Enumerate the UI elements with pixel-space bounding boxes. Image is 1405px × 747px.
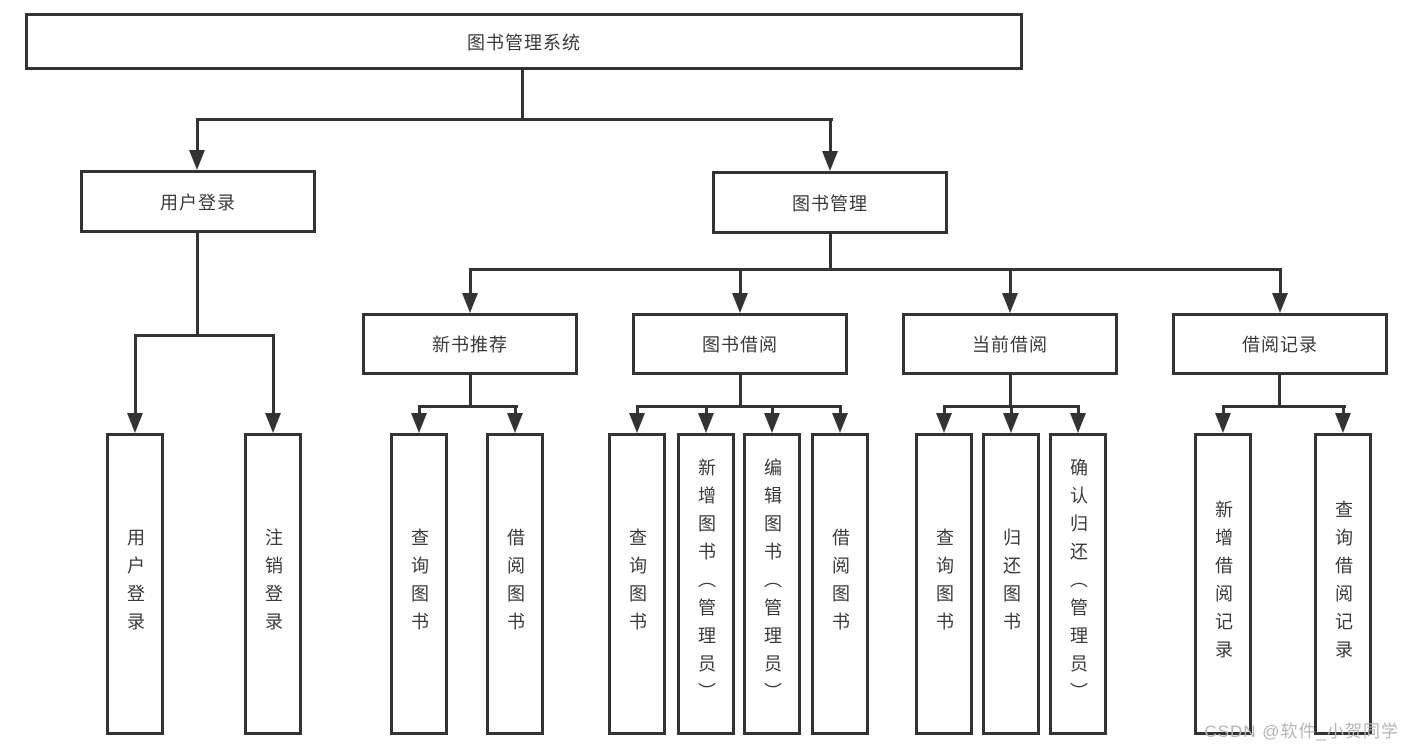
arrowhead-icon — [507, 413, 523, 433]
leaf-query-borrow-record-label: 查询借阅记录 — [1333, 500, 1353, 668]
node-current-borrowing: 当前借阅 — [902, 313, 1118, 375]
node-current-borrowing-label: 当前借阅 — [972, 335, 1048, 355]
connector-line — [196, 118, 199, 152]
leaf-logout: 注销登录 — [244, 433, 302, 735]
arrowhead-icon — [822, 151, 838, 171]
connector-line — [272, 334, 275, 415]
csdn-watermark: CSDN @软件_小贺同学 — [1204, 722, 1399, 741]
leaf-user-login: 用户登录 — [106, 433, 164, 735]
arrowhead-icon — [1215, 413, 1231, 433]
node-borrow-records: 借阅记录 — [1172, 313, 1388, 375]
leaf-add-borrow-record: 新增借阅记录 — [1194, 433, 1252, 735]
leaf-query-books-recommend: 查询图书 — [390, 433, 448, 735]
arrowhead-icon — [1002, 293, 1018, 313]
arrowhead-icon — [629, 413, 645, 433]
connector-line — [134, 334, 275, 337]
arrowhead-icon — [1272, 293, 1288, 313]
connector-line — [829, 118, 832, 153]
connector-line — [418, 405, 421, 416]
leaf-query-books-current: 查询图书 — [915, 433, 973, 735]
connector-line — [469, 268, 472, 296]
leaf-query-borrow-record: 查询借阅记录 — [1314, 433, 1372, 735]
node-book-borrowing-label: 图书借阅 — [702, 335, 778, 355]
node-new-book-recommend: 新书推荐 — [362, 313, 578, 375]
node-borrow-records-label: 借阅记录 — [1242, 335, 1318, 355]
connector-line — [418, 405, 518, 408]
node-book-borrowing: 图书借阅 — [632, 313, 848, 375]
arrowhead-icon — [265, 413, 281, 433]
node-book-management: 图书管理 — [712, 171, 948, 234]
connector-line — [636, 405, 842, 408]
connector-line — [705, 405, 708, 416]
leaf-edit-books-admin: 编辑图书（管理员） — [743, 433, 801, 735]
connector-line — [1009, 268, 1012, 296]
leaf-borrow-books-borrowing: 借阅图书 — [811, 433, 869, 735]
leaf-borrow-books-recommend: 借阅图书 — [486, 433, 544, 735]
node-root: 图书管理系统 — [25, 13, 1023, 70]
arrowhead-icon — [764, 413, 780, 433]
node-new-book-recommend-label: 新书推荐 — [432, 335, 508, 355]
leaf-query-books-borrowing-label: 查询图书 — [627, 528, 647, 640]
connector-line — [943, 405, 946, 416]
node-book-management-label: 图书管理 — [792, 193, 868, 214]
connector-line — [1342, 405, 1345, 416]
connector-line — [469, 373, 472, 408]
leaf-confirm-return-admin-label: 确认归还（管理员） — [1068, 458, 1088, 710]
connector-line — [829, 233, 832, 271]
connector-line — [1278, 373, 1281, 408]
arrowhead-icon — [936, 413, 952, 433]
node-root-label: 图书管理系统 — [467, 32, 581, 53]
leaf-query-books-current-label: 查询图书 — [934, 528, 954, 640]
connector-line — [1009, 373, 1012, 408]
arrowhead-icon — [1070, 413, 1086, 433]
arrowhead-icon — [462, 293, 478, 313]
connector-line — [1222, 405, 1346, 408]
leaf-edit-books-admin-label: 编辑图书（管理员） — [762, 458, 782, 710]
connector-line — [771, 405, 774, 416]
leaf-add-books-admin: 新增图书（管理员） — [677, 433, 735, 735]
arrowhead-icon — [127, 413, 143, 433]
node-user-login-label: 用户登录 — [160, 192, 236, 213]
connector-line — [1279, 268, 1282, 296]
arrowhead-icon — [189, 150, 205, 170]
arrowhead-icon — [732, 293, 748, 313]
leaf-borrow-books-recommend-label: 借阅图书 — [505, 528, 525, 640]
leaf-borrow-books-borrowing-label: 借阅图书 — [830, 528, 850, 640]
leaf-confirm-return-admin: 确认归还（管理员） — [1049, 433, 1107, 735]
leaf-query-books-recommend-label: 查询图书 — [409, 528, 429, 640]
connector-line — [739, 268, 742, 296]
connector-line — [1010, 405, 1013, 416]
connector-line — [196, 118, 833, 121]
leaf-user-login-label: 用户登录 — [125, 528, 145, 640]
connector-line — [1222, 405, 1225, 416]
leaf-query-books-borrowing: 查询图书 — [608, 433, 666, 735]
leaf-logout-label: 注销登录 — [263, 528, 283, 640]
arrowhead-icon — [411, 413, 427, 433]
arrowhead-icon — [698, 413, 714, 433]
connector-line — [514, 405, 517, 416]
connector-line — [196, 232, 199, 337]
connector-line — [1077, 405, 1080, 416]
connector-line — [521, 69, 524, 121]
leaf-add-books-admin-label: 新增图书（管理员） — [696, 458, 716, 710]
leaf-add-borrow-record-label: 新增借阅记录 — [1213, 500, 1233, 668]
leaf-return-books: 归还图书 — [982, 433, 1040, 735]
connector-line — [636, 405, 639, 416]
leaf-return-books-label: 归还图书 — [1001, 528, 1021, 640]
connector-line — [839, 405, 842, 416]
connector-line — [134, 334, 137, 415]
arrowhead-icon — [1335, 413, 1351, 433]
arrowhead-icon — [1003, 413, 1019, 433]
node-user-login: 用户登录 — [80, 170, 316, 233]
connector-line — [469, 268, 1282, 271]
connector-line — [739, 373, 742, 408]
arrowhead-icon — [832, 413, 848, 433]
